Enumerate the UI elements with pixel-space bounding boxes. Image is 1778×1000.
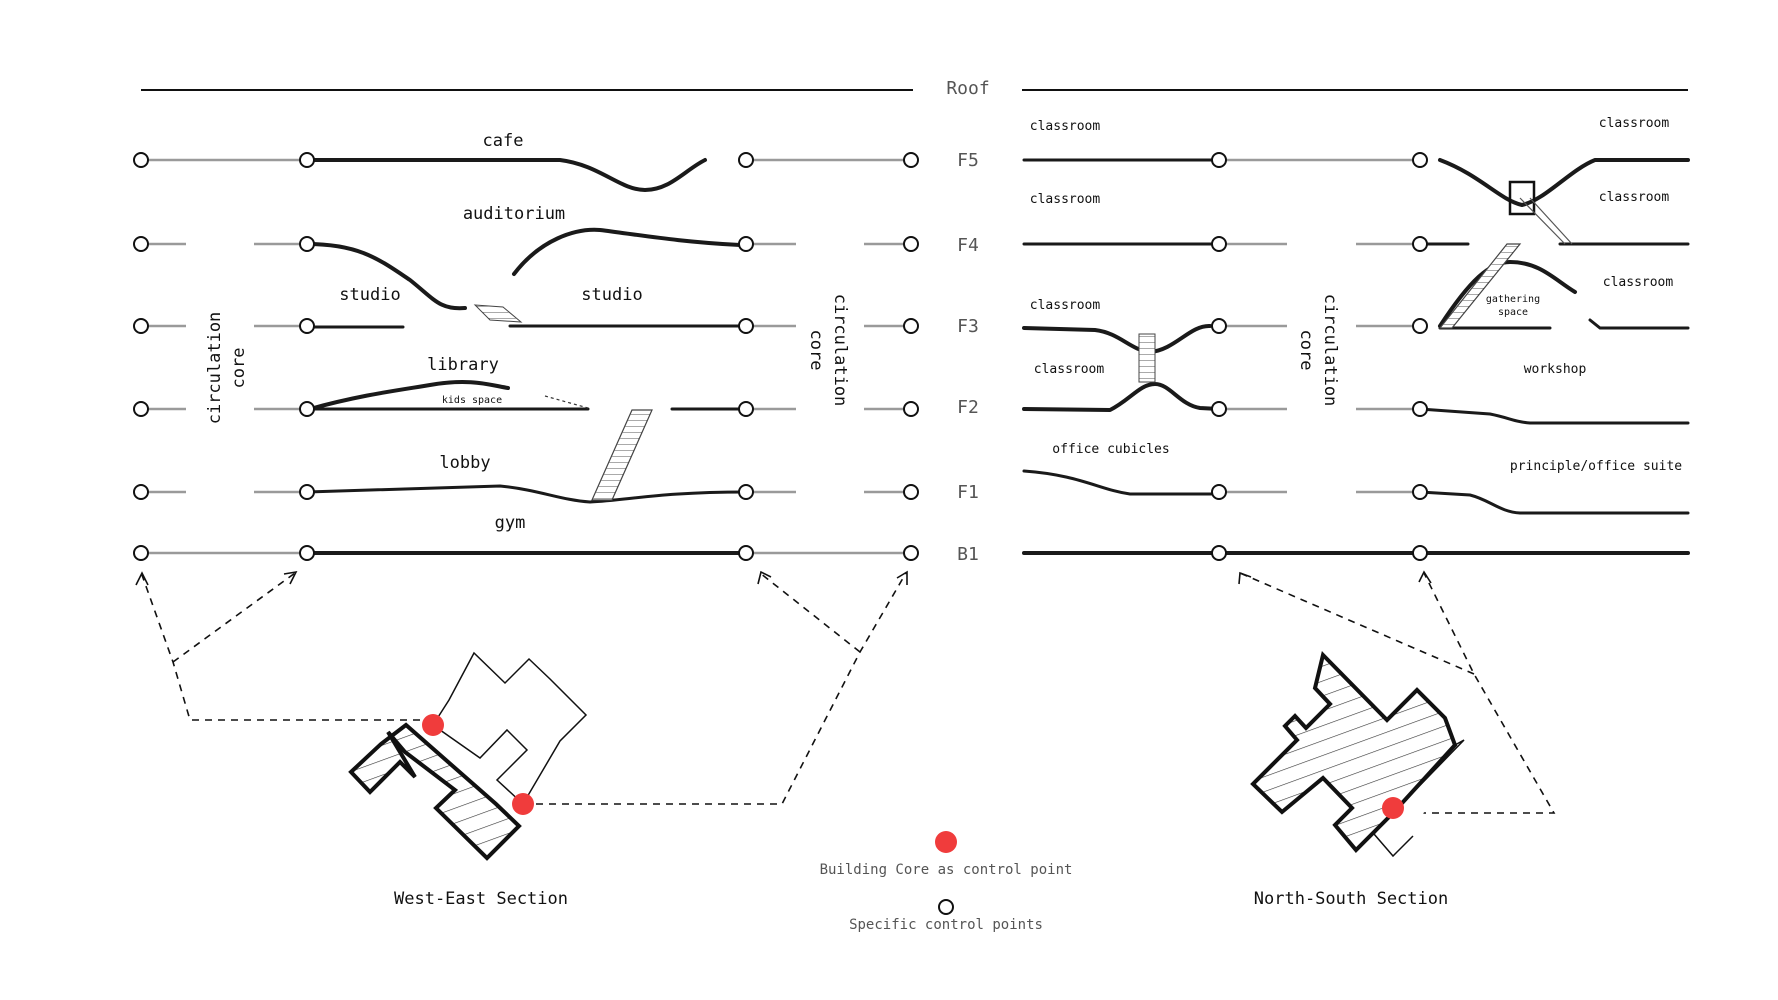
we-label-studio-left: studio: [339, 285, 400, 305]
we-floor-slabs: [305, 158, 748, 555]
ns-label-office-suite: principle/office suite: [1510, 459, 1682, 474]
ns-core-label: circulation core: [1296, 294, 1340, 407]
ns-label-classroom-f2-left: classroom: [1034, 362, 1105, 377]
we-stair-f1: [591, 409, 653, 501]
we-label-lobby: lobby: [439, 453, 490, 473]
ns-label-classroom-f4-right: classroom: [1599, 190, 1670, 205]
ns-f5-slab-right: [1438, 158, 1690, 207]
floor-label-f2: F2: [957, 397, 979, 418]
ns-label-space: space: [1498, 307, 1528, 318]
we-label-library: library: [427, 355, 499, 375]
we-section-title: West-East Section: [394, 889, 568, 909]
ns-f5-box: [1508, 180, 1536, 216]
we-label-studio-right: studio: [581, 285, 642, 305]
ns-f2-slab-left: [1022, 382, 1221, 412]
svg-text:circulation: circulation: [830, 294, 850, 407]
we-core-point-1: [422, 714, 444, 736]
floor-labels: Roof F5 F4 F3 F2 F1 B1: [946, 78, 989, 565]
ns-label-gathering: gathering: [1486, 294, 1540, 305]
legend-specific-dot: [938, 899, 954, 915]
legend-core-label: Building Core as control point: [820, 862, 1073, 878]
we-f2-slab-library: [308, 380, 510, 411]
we-label-cafe: cafe: [483, 131, 524, 151]
we-core-label-right: circulation core: [806, 294, 850, 407]
ns-f3-slab-left: [1022, 323, 1212, 354]
we-core-point-2: [512, 793, 534, 815]
ns-f1-slab-right: [1418, 490, 1690, 515]
we-label-kids-space: kids space: [442, 395, 502, 406]
ns-leaders: [1238, 570, 1556, 814]
floor-label-f3: F3: [957, 316, 979, 337]
svg-text:circulation: circulation: [205, 312, 225, 425]
we-core-label-left: circulation core: [205, 312, 249, 425]
ns-label-classroom-f5-right: classroom: [1599, 116, 1670, 131]
legend-specific-label: Specific control points: [849, 917, 1043, 933]
we-f4-slab-left: [305, 242, 467, 311]
ns-label-classroom-f4-left: classroom: [1030, 192, 1101, 207]
we-f5-slab: [305, 158, 707, 192]
we-label-gym: gym: [495, 513, 526, 533]
west-east-section: cafe auditorium studio studio library ki…: [133, 131, 919, 909]
ns-stair-f3: [1138, 333, 1156, 383]
ns-stair-f4: [1438, 243, 1522, 329]
we-f1-slab: [305, 484, 748, 504]
ns-label-classroom-f3-left: classroom: [1030, 298, 1101, 313]
we-grey-lines: [141, 158, 911, 555]
floor-label-roof: Roof: [946, 78, 989, 99]
ns-f3-gathering: [1438, 260, 1577, 328]
legend: Building Core as control point Specific …: [820, 831, 1073, 933]
ns-plan: [1250, 651, 1465, 858]
svg-text:core: core: [1296, 330, 1316, 371]
ns-label-office-cubicles: office cubicles: [1052, 442, 1169, 457]
north-south-section: classroom classroom classroom classroom …: [1022, 116, 1690, 909]
ns-f2-slab-right: [1418, 407, 1690, 425]
ns-label-workshop: workshop: [1524, 362, 1587, 377]
ns-floor-slabs: [1022, 158, 1690, 555]
ns-label-classroom-f5-left: classroom: [1030, 119, 1101, 134]
svg-text:circulation: circulation: [1320, 294, 1340, 407]
floor-label-b1: B1: [957, 544, 979, 565]
ns-f3-slab-right2: [1588, 318, 1690, 330]
svg-text:core: core: [229, 348, 249, 389]
ns-section-title: North-South Section: [1254, 889, 1448, 909]
floor-label-f1: F1: [957, 482, 979, 503]
ns-control-points: [1211, 152, 1428, 561]
we-leaders: [135, 570, 908, 805]
we-f4-slab-right: [512, 227, 742, 276]
floor-label-f5: F5: [957, 150, 979, 171]
ns-f1-slab-left: [1022, 469, 1221, 496]
we-plan: [348, 651, 588, 861]
ns-core-point: [1382, 797, 1404, 819]
svg-text:core: core: [806, 330, 826, 371]
floor-label-f4: F4: [957, 235, 979, 256]
we-control-points: [133, 152, 919, 561]
we-label-auditorium: auditorium: [463, 204, 565, 224]
we-stair-f3: [473, 304, 523, 323]
ns-label-classroom-f3-right: classroom: [1603, 275, 1674, 290]
legend-core-dot: [935, 831, 957, 853]
ns-grey-lines: [1219, 158, 1420, 494]
